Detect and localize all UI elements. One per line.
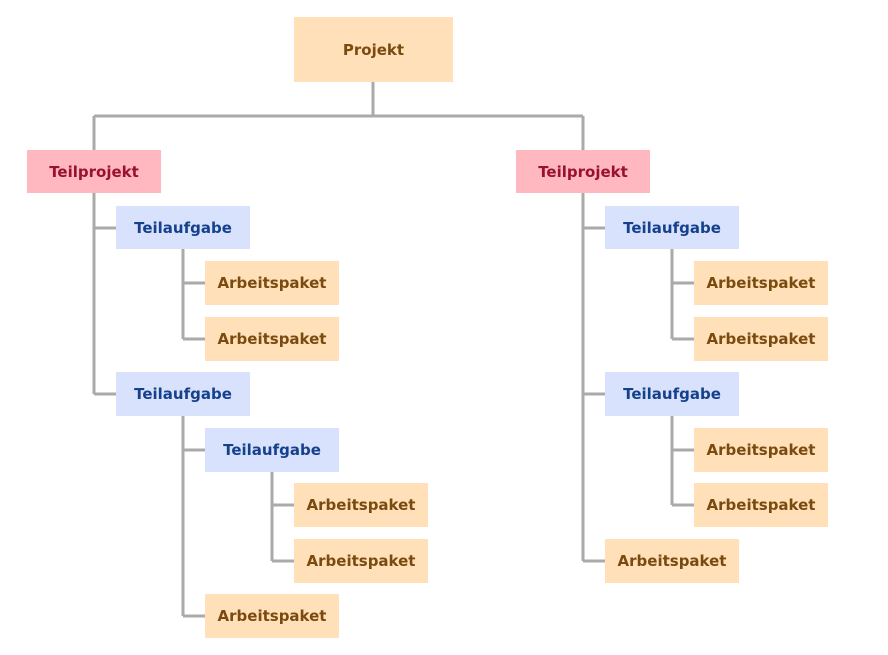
- workpackage-node-left-2: Arbeitspaket: [205, 594, 339, 638]
- workpackage-node-left-1-2: Arbeitspaket: [205, 317, 339, 361]
- project-node: Projekt: [294, 17, 453, 82]
- connector-left-task1: [181, 249, 205, 341]
- connector-right-spine: [581, 193, 605, 563]
- workpackage-node-right-1-1: Arbeitspaket: [694, 261, 828, 305]
- workpackage-node-left-sub-2: Arbeitspaket: [294, 539, 428, 583]
- workpackage-node-left-1-1: Arbeitspaket: [205, 261, 339, 305]
- task-node-right-2: Teilaufgabe: [605, 372, 739, 416]
- connector-left-subtask: [270, 472, 294, 563]
- connector-right-task1: [670, 249, 694, 341]
- subproject-node-left: Teilprojekt: [27, 150, 161, 193]
- workpackage-node-right-1-2: Arbeitspaket: [694, 317, 828, 361]
- workpackage-node-right-2-1: Arbeitspaket: [694, 428, 828, 472]
- connector-root: [92, 82, 585, 150]
- subproject-node-right: Teilprojekt: [516, 150, 650, 193]
- workpackage-node-right-2-2: Arbeitspaket: [694, 483, 828, 527]
- connector-left-spine: [92, 193, 116, 396]
- workpackage-node-left-sub-1: Arbeitspaket: [294, 483, 428, 527]
- task-node-left-1: Teilaufgabe: [116, 206, 250, 249]
- connector-right-task2: [670, 416, 694, 507]
- task-node-right-1: Teilaufgabe: [605, 206, 739, 249]
- connector-left-task2: [181, 416, 205, 618]
- task-node-left-2: Teilaufgabe: [116, 372, 250, 416]
- workpackage-node-right-3: Arbeitspaket: [605, 539, 739, 583]
- subtask-node-left: Teilaufgabe: [205, 428, 339, 472]
